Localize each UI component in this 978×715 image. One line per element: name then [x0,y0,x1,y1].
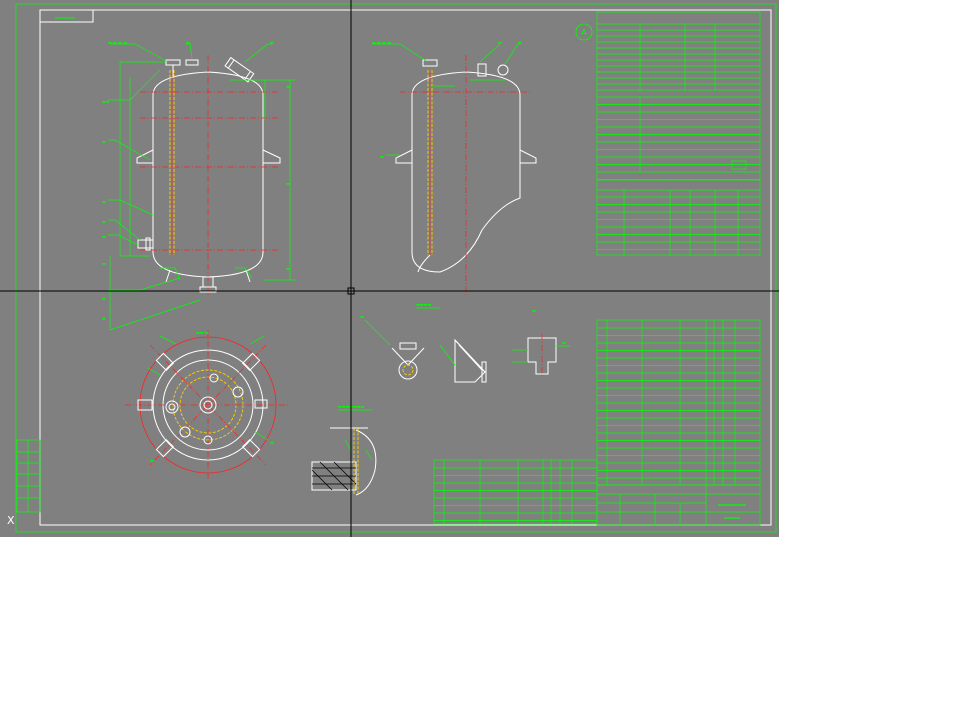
detail-view-4: ▬▬▬▬▬▬▬ [311,404,377,496]
svg-text:▬▬ ▬: ▬▬ ▬ [196,330,209,335]
vessel-top-view: ▬▬ ▬ ▬ ▬ [125,330,290,480]
detail-view-1: ▬▬▬▬ ▬ [360,302,440,380]
svg-text:▬ ▬ ▬ ▬: ▬ ▬ ▬ ▬ [108,40,127,45]
detail-view-2 [439,338,487,383]
cad-crosshair-cursor [0,0,779,537]
svg-text:▬: ▬ [498,40,502,45]
svg-text:▬: ▬ [270,40,274,45]
svg-text:A: A [581,28,587,37]
svg-text:▬: ▬ [270,440,274,445]
svg-text:▬: ▬ [102,296,106,301]
svg-text:▬ ▬ ▬ ▬: ▬ ▬ ▬ ▬ [372,40,391,45]
svg-text:▬: ▬ [380,154,384,159]
svg-text:▬▬: ▬▬ [102,99,110,104]
svg-text:▬: ▬ [102,234,106,239]
cad-viewport[interactable]: ▬ ▬ ▬ ▬ ▬ ▬ ▬▬ ▬ ▬ ▬ ▬ ▬ ▬ ▬ ▬ ▬ ▬ ▬ ▬ ▬… [0,0,779,537]
svg-text:▬: ▬ [102,261,106,266]
svg-text:▬: ▬ [518,40,522,45]
ucs-icon: X [7,514,15,527]
svg-text:X: X [7,514,15,527]
svg-text:▬: ▬ [286,266,290,271]
left-margin-table [16,439,41,513]
revision-symbol: A [575,23,593,41]
svg-text:▬: ▬ [102,199,106,204]
parts-list-table [596,319,761,486]
design-data-table [596,11,761,256]
nozzle-table [433,459,598,525]
detail-view-3: ▬ ▬ [512,308,570,378]
svg-text:▬: ▬ [102,316,106,321]
svg-text:▬: ▬ [532,308,536,313]
svg-text:▬▬▬▬: ▬▬▬▬ [416,302,431,307]
drawing-frame [15,3,777,533]
vessel-side-view: ▬ ▬ ▬ ▬ ▬ ▬ ▬ [372,40,537,295]
svg-text:▬: ▬ [150,458,154,463]
cad-drawing: ▬ ▬ ▬ ▬ ▬ ▬ ▬▬ ▬ ▬ ▬ ▬ ▬ ▬ ▬ ▬ ▬ ▬ ▬ ▬ ▬… [0,0,779,537]
svg-text:▬: ▬ [102,219,106,224]
svg-text:▬: ▬ [286,181,290,186]
svg-text:▬: ▬ [286,84,290,89]
title-block [596,484,761,526]
svg-text:▬: ▬ [186,40,190,45]
svg-text:▬: ▬ [360,314,364,319]
svg-text:▬: ▬ [102,139,106,144]
svg-text:▬: ▬ [562,340,566,345]
vessel-front-view: ▬ ▬ ▬ ▬ ▬ ▬ ▬▬ ▬ ▬ ▬ ▬ ▬ ▬ ▬ ▬ ▬ ▬ [102,40,295,331]
